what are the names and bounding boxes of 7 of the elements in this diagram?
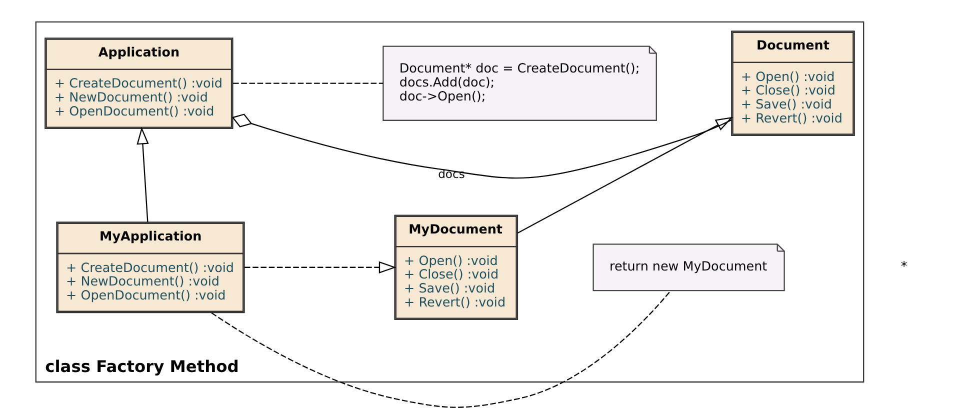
- connector: [231, 114, 732, 179]
- arrow: [516, 116, 732, 234]
- connector: [232, 82, 383, 84]
- label: *: [900, 260, 907, 275]
- arrow: [136, 126, 148, 222]
- connector: [210, 290, 670, 408]
- arrow: [244, 261, 396, 274]
